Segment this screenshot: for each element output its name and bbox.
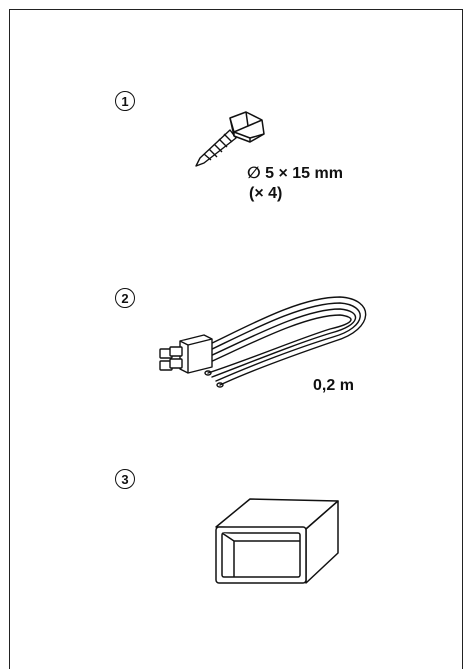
item-1-number: 1: [115, 91, 135, 111]
rectangular-sleeve-icon: [215, 498, 339, 584]
item-1-quantity-label: (× 4): [249, 185, 283, 202]
item-2-number-text: 2: [121, 290, 129, 306]
item-1-number-text: 1: [121, 93, 129, 109]
page-frame: [9, 9, 463, 669]
item-3-number: 3: [115, 469, 135, 489]
item-2-number: 2: [115, 288, 135, 308]
item-3-number-text: 3: [121, 471, 129, 487]
item-2-length-label: 0,2 m: [313, 377, 354, 394]
wire-harness-connector-icon: [159, 296, 367, 388]
tapping-screw-icon: [195, 111, 265, 167]
item-1-size-label: ∅ 5 × 15 mm: [247, 165, 343, 182]
